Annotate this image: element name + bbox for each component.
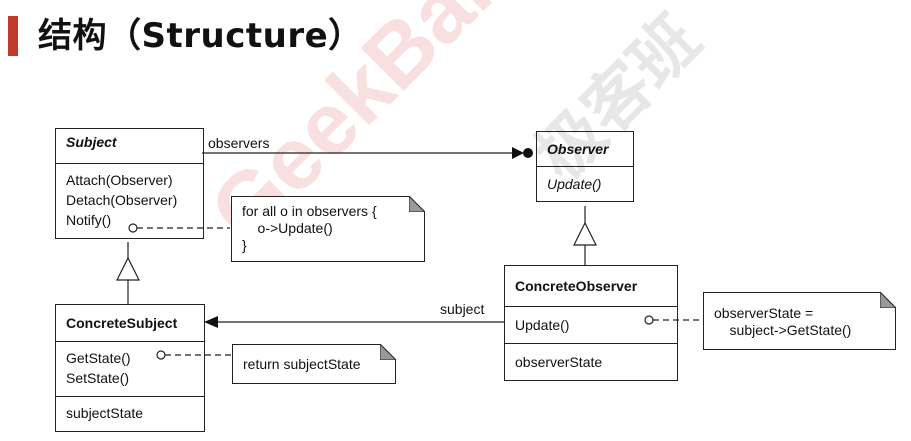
- observers-association-end-icon: [512, 147, 533, 159]
- concrete-observer-methods: Update(): [505, 306, 677, 343]
- update-note-line: subject->GetState(): [714, 322, 852, 338]
- observer-methods: Update(): [537, 166, 633, 201]
- observers-association-label: observers: [208, 135, 270, 151]
- update-note: observerState = subject->GetState(): [703, 292, 896, 350]
- subject-class: Subject Attach(Observer) Detach(Observer…: [55, 128, 204, 239]
- concrete-observer-field: observerState: [515, 354, 603, 370]
- inherit-subject-triangle-icon: [116, 256, 140, 281]
- concrete-subject-method: SetState(): [66, 370, 130, 386]
- concrete-subject-fields: subjectState: [56, 396, 204, 431]
- concrete-subject-field: subjectState: [66, 405, 144, 421]
- concrete-observer-class: ConcreteObserver Update() observerState: [504, 265, 678, 381]
- subject-association-label: subject: [440, 301, 485, 317]
- getstate-note-line: return subjectState: [243, 356, 361, 372]
- notify-note: for all o in observers { o->Update() }: [231, 196, 425, 262]
- concrete-subject-class-name: ConcreteSubject: [66, 315, 178, 331]
- concrete-observer-method: Update(): [515, 317, 570, 333]
- concrete-observer-class-name: ConcreteObserver: [515, 278, 638, 294]
- subject-class-name: Subject: [66, 134, 117, 150]
- notify-note-line: o->Update(): [242, 220, 333, 236]
- concrete-subject-method: GetState(): [66, 350, 131, 366]
- observer-class-name: Observer: [547, 141, 609, 157]
- concrete-subject-methods: GetState() SetState(): [56, 341, 204, 396]
- observer-method: Update(): [547, 176, 602, 192]
- update-note-line: observerState =: [714, 305, 814, 321]
- observer-class: Observer Update(): [536, 131, 634, 202]
- concrete-subject-class: ConcreteSubject GetState() SetState() su…: [55, 304, 205, 432]
- notify-note-line: for all o in observers {: [242, 203, 377, 219]
- concrete-observer-fields: observerState: [505, 343, 677, 380]
- getstate-note: return subjectState: [232, 344, 396, 384]
- page-title: 结构（Structure）: [38, 16, 363, 56]
- title-accent-bar: [8, 16, 18, 56]
- subject-methods: Attach(Observer) Detach(Observer) Notify…: [56, 163, 203, 238]
- subject-method: Notify(): [66, 212, 112, 228]
- inherit-observer-triangle-icon: [573, 221, 597, 246]
- notify-note-line: }: [242, 237, 247, 253]
- subject-method: Detach(Observer): [66, 192, 178, 208]
- note-fold-icon: [380, 344, 396, 360]
- subject-method: Attach(Observer): [66, 172, 173, 188]
- note-fold-icon: [880, 292, 896, 308]
- subject-association-arrow-icon: [204, 316, 218, 328]
- note-fold-icon: [409, 196, 425, 212]
